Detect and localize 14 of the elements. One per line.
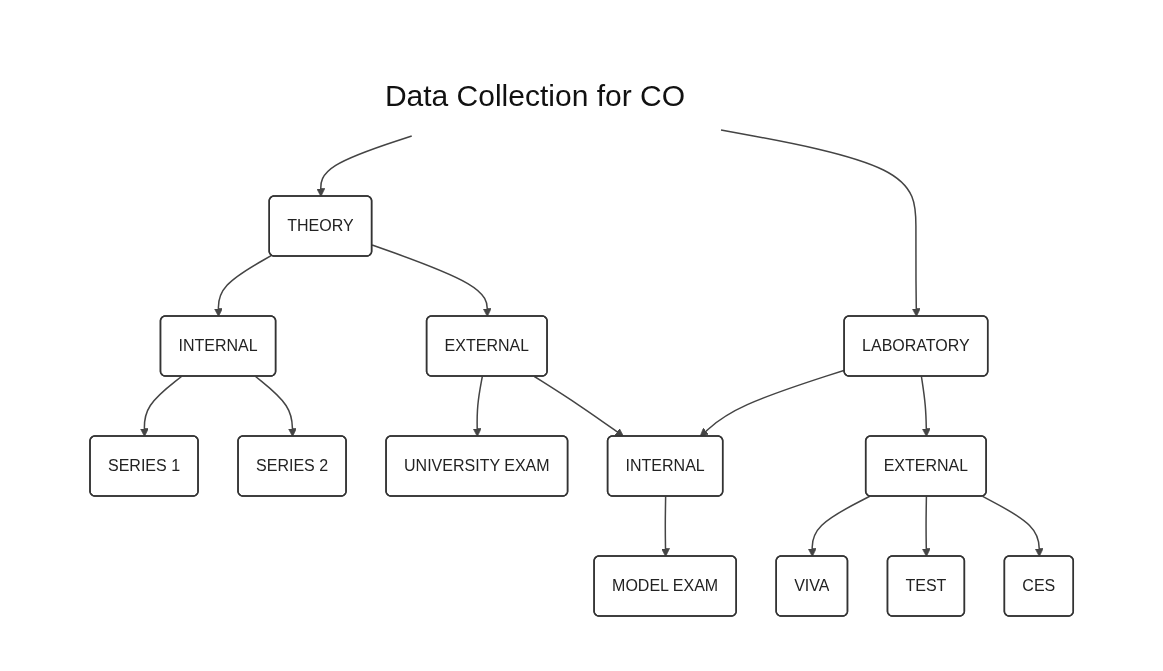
arrow xyxy=(920,375,931,437)
arrow xyxy=(921,495,931,557)
node-text: Data Collection for CO xyxy=(384,79,685,112)
arrow xyxy=(254,375,297,437)
arrow xyxy=(472,375,483,437)
arrow xyxy=(316,135,413,197)
arrow xyxy=(660,495,670,557)
arrow xyxy=(213,254,273,317)
arrow xyxy=(533,375,624,437)
arrow xyxy=(807,495,871,557)
arrow xyxy=(139,375,183,437)
arrow xyxy=(981,495,1044,557)
arrow xyxy=(720,129,921,317)
arrow xyxy=(371,244,492,317)
